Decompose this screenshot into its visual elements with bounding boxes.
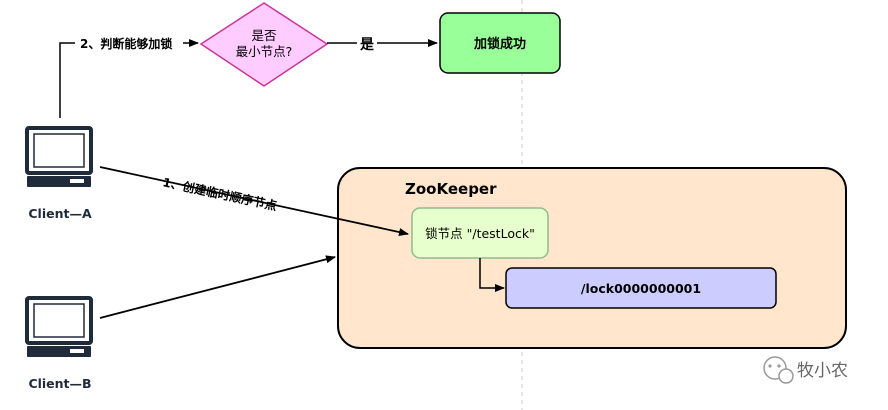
lock-node-label: 锁节点 "/testLock" bbox=[425, 226, 535, 241]
decision-line2: 最小节点? bbox=[236, 44, 293, 59]
success-label: 加锁成功 bbox=[473, 36, 526, 52]
success-box[interactable] bbox=[439, 12, 561, 74]
edge-yes-label-bg bbox=[357, 34, 377, 52]
zookeeper-label: ZooKeeper bbox=[405, 180, 497, 198]
lock-to-child-connector bbox=[479, 258, 505, 292]
edge-client-b bbox=[99, 255, 336, 319]
edge-create bbox=[99, 166, 409, 236]
client-b-computer-icon[interactable] bbox=[25, 296, 93, 357]
watermark-text: 牧小农 bbox=[797, 361, 848, 381]
client-b-label: Client—B bbox=[28, 376, 91, 391]
child-node-label: /lock0000000001 bbox=[581, 281, 701, 296]
edge-judge-label-bg bbox=[75, 34, 183, 52]
decision-line1: 是否 bbox=[251, 28, 276, 43]
client-a-computer-icon[interactable] bbox=[25, 126, 93, 187]
edge-create-label: 1、创建临时顺序节点 bbox=[161, 174, 278, 213]
edge-judge bbox=[59, 39, 199, 118]
edge-judge-label: 2、判断能够加锁 bbox=[80, 36, 172, 51]
edge-yes-label: 是 bbox=[360, 37, 375, 53]
watermark-logo-icon bbox=[763, 356, 794, 384]
decision-diamond[interactable] bbox=[199, 2, 329, 87]
child-node[interactable] bbox=[505, 267, 777, 309]
client-a-label: Client—A bbox=[28, 206, 92, 221]
